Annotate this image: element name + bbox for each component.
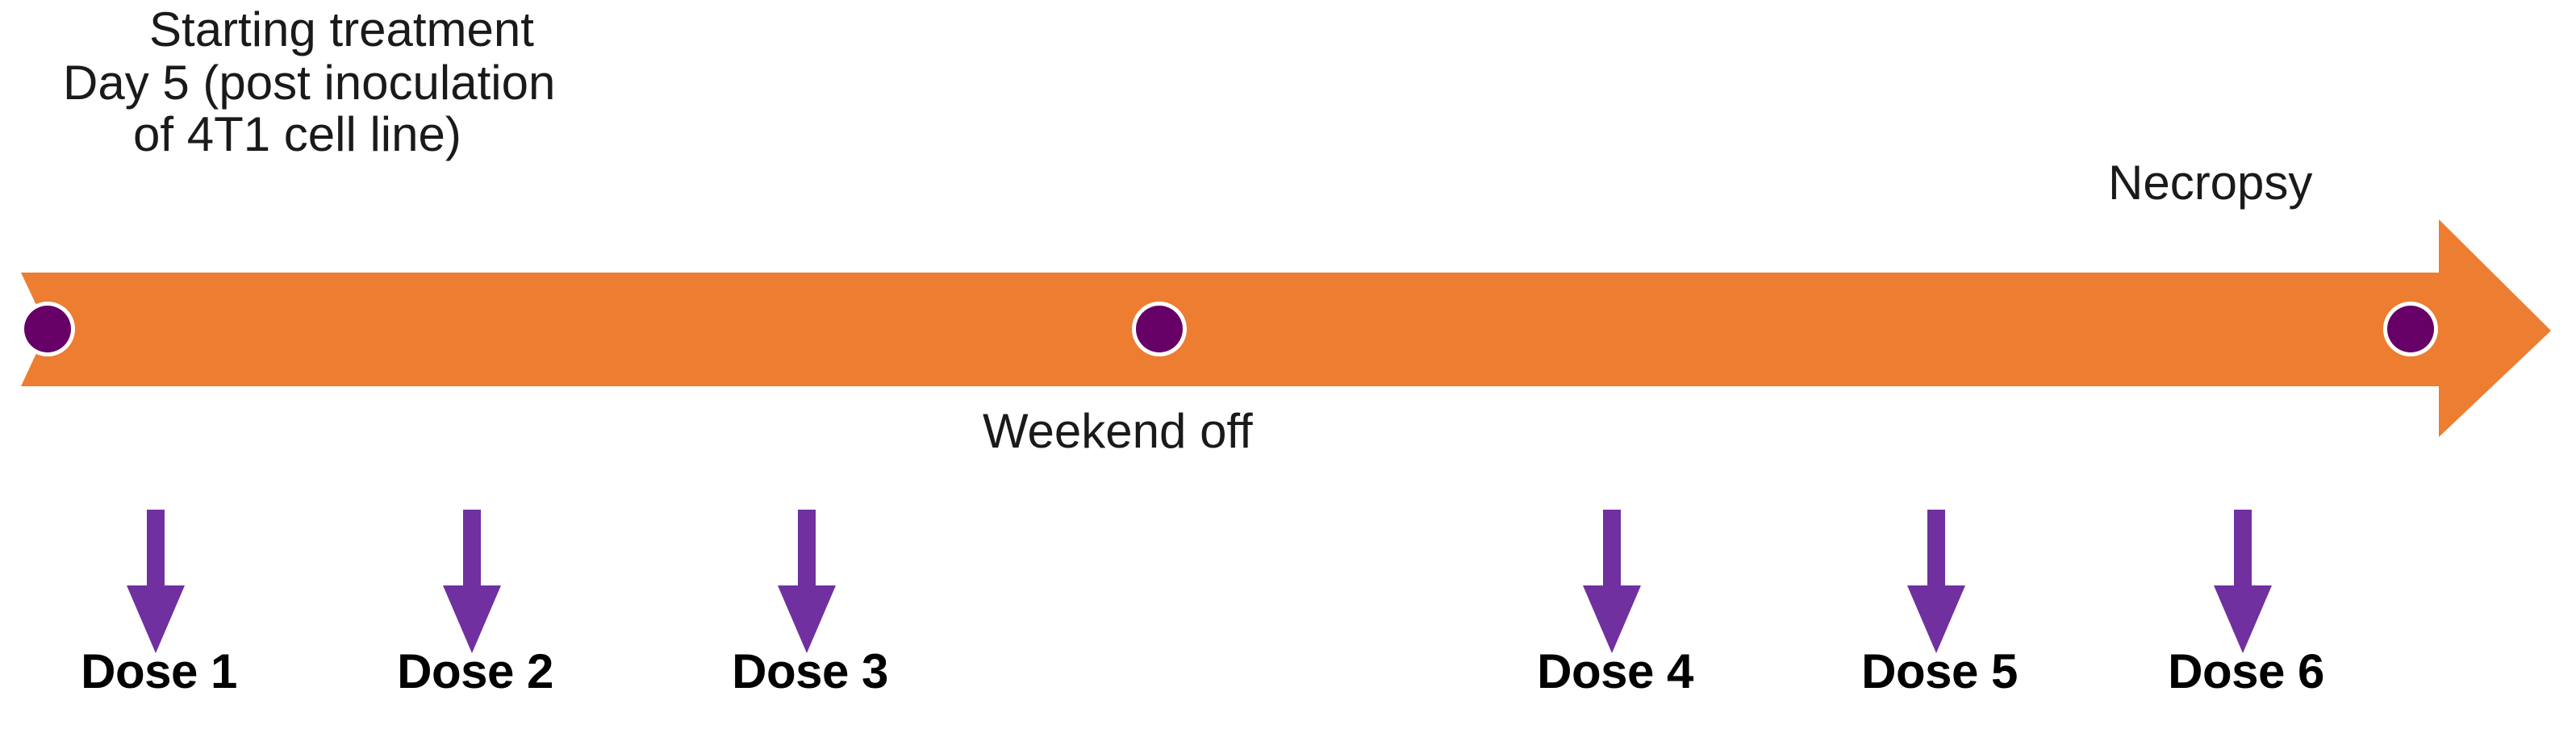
down-arrow-icon bbox=[1583, 510, 1641, 653]
day5-label-line2: of 4T1 cell line) bbox=[133, 107, 461, 161]
down-arrow-icon bbox=[443, 510, 501, 653]
timeline-arrow-shape bbox=[21, 219, 2551, 437]
dose-label-5: Dose 5 bbox=[1861, 644, 2018, 698]
down-arrow-icon bbox=[778, 510, 836, 653]
down-arrow-icon bbox=[2214, 510, 2272, 653]
milestone-dot-necropsy bbox=[2383, 302, 2438, 356]
down-arrow-icon bbox=[127, 510, 185, 653]
dose-label-4: Dose 4 bbox=[1537, 644, 1693, 698]
timeline-arrow-band bbox=[21, 219, 2551, 437]
dose-label-3: Dose 3 bbox=[732, 644, 888, 698]
down-arrow-icon bbox=[1907, 510, 1965, 653]
necropsy-label: Necropsy bbox=[2108, 156, 2313, 210]
day5-label-line1: Day 5 (post inoculation bbox=[63, 56, 556, 110]
starting-treatment-label: Starting treatment bbox=[149, 2, 534, 56]
weekend-off-label: Weekend off bbox=[983, 404, 1253, 458]
dose-label-6: Dose 6 bbox=[2168, 644, 2324, 698]
milestone-dot-start bbox=[20, 302, 75, 356]
dose-label-1: Dose 1 bbox=[81, 644, 237, 698]
milestone-dot-weekend bbox=[1132, 302, 1187, 356]
dose-label-2: Dose 2 bbox=[397, 644, 553, 698]
